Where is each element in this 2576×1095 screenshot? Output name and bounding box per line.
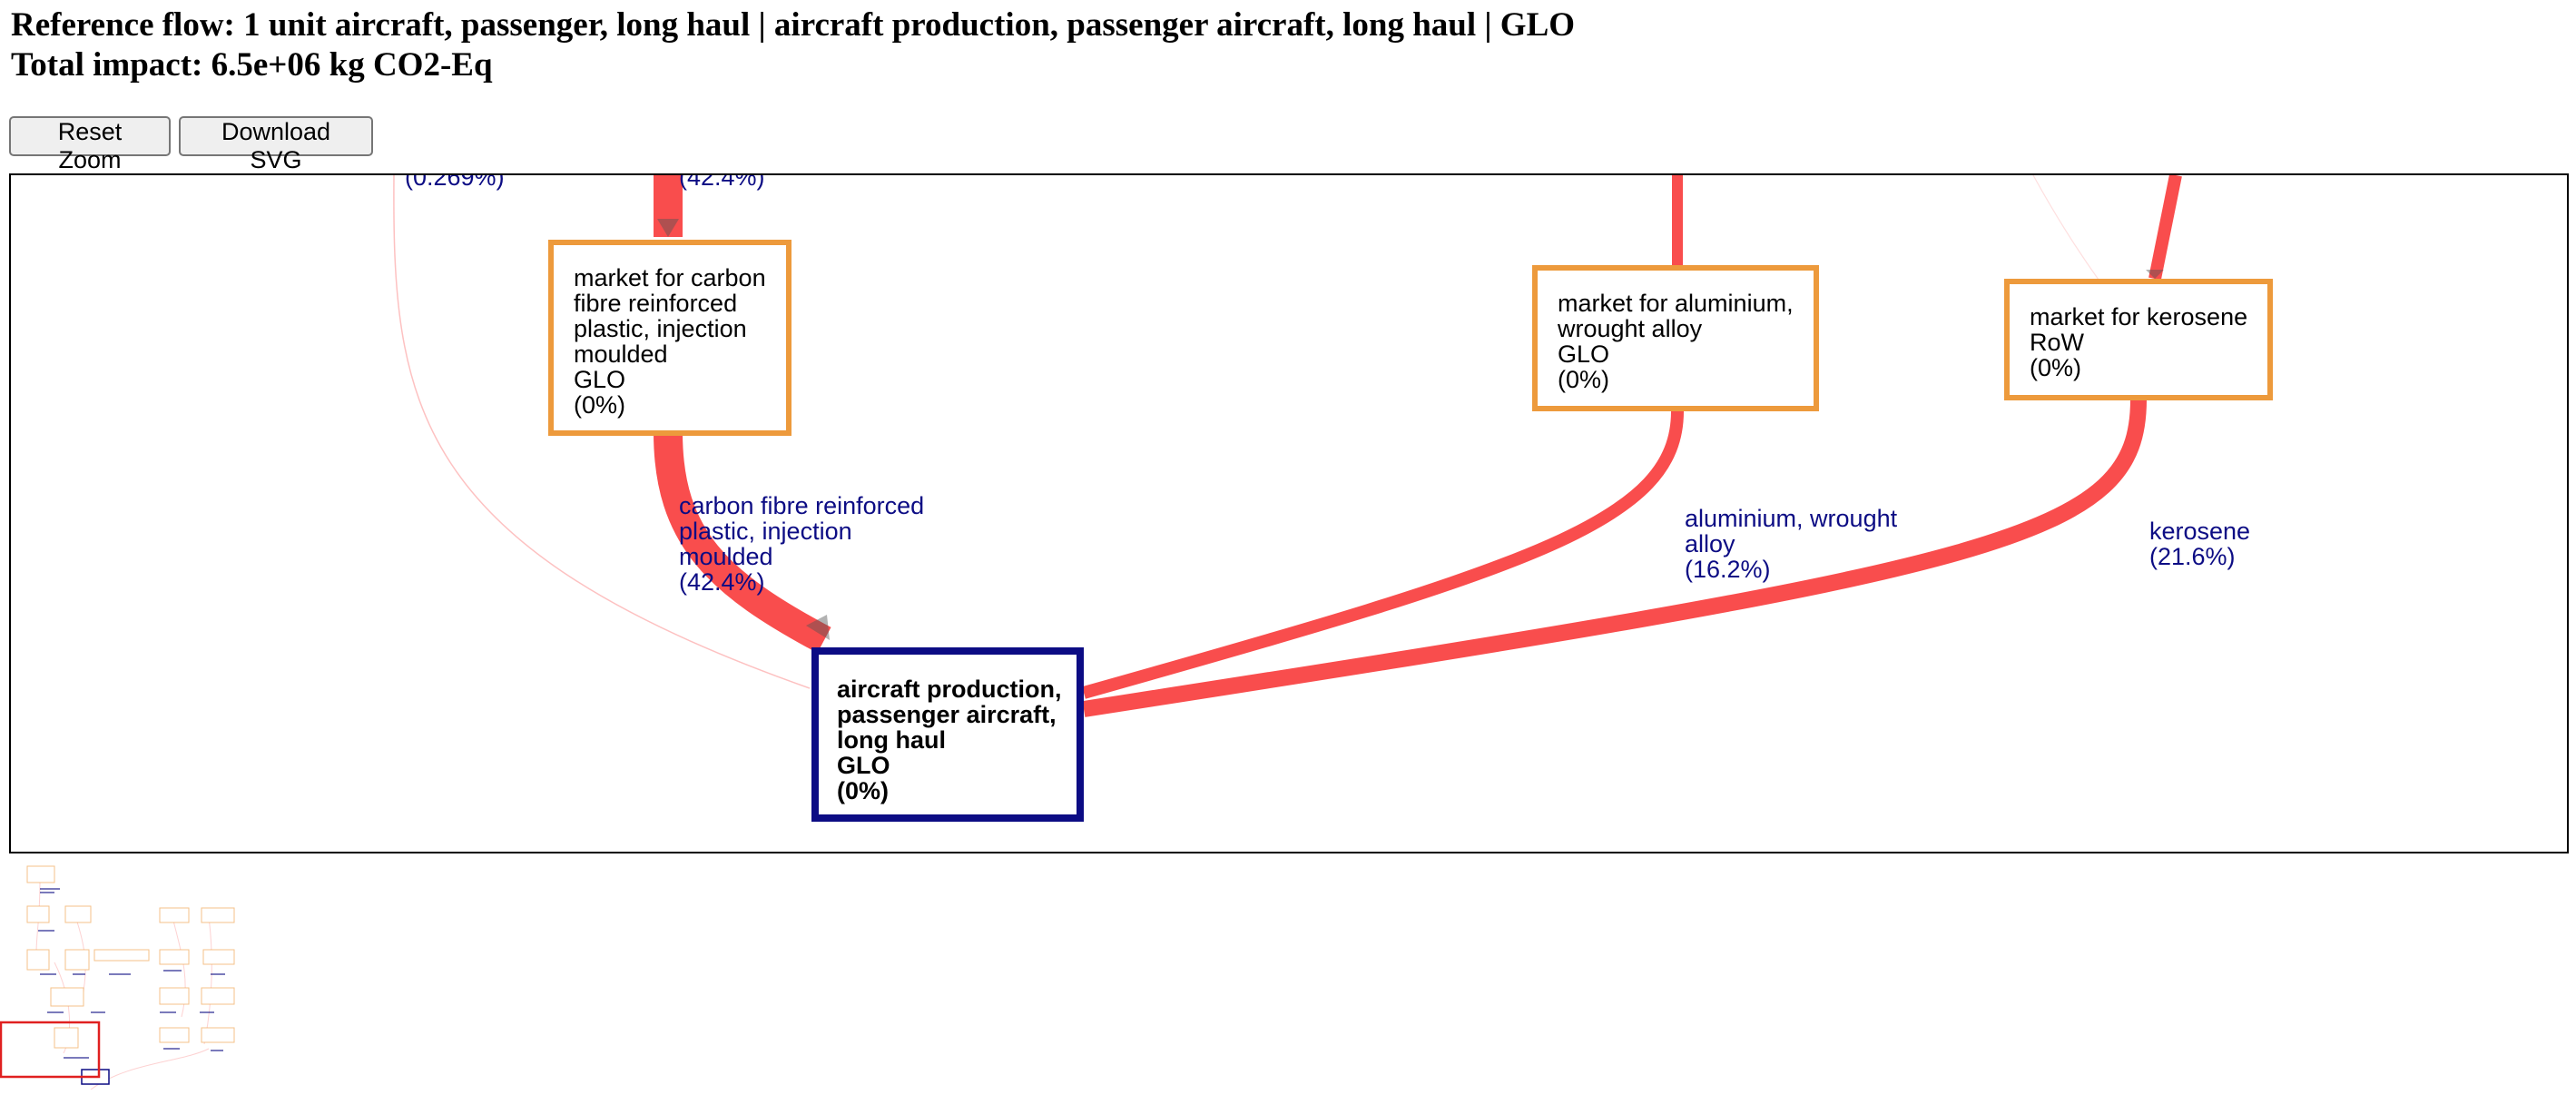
edge-label-line: aluminium, wrought <box>1685 505 1898 532</box>
node-line: GLO <box>1558 340 1610 368</box>
total-impact-title: Total impact: 6.5e+06 kg CO2-Eq <box>11 46 493 84</box>
node-line: fibre reinforced <box>574 290 738 317</box>
edge-label-upstream-left: (0.269%) <box>405 173 505 191</box>
graph-minimap[interactable] <box>0 863 245 1090</box>
edge-faint-left <box>393 175 811 689</box>
minimap-viewport-indicator[interactable] <box>0 1021 101 1079</box>
process-node-kerosene-market[interactable]: market for kerosene RoW (0%) <box>2004 279 2273 400</box>
edge-kerosene <box>1082 399 2147 717</box>
edge-label-line: (16.2%) <box>1685 556 1771 583</box>
node-line: (0%) <box>574 391 626 419</box>
edge-label-line: carbon fibre reinforced <box>679 492 925 519</box>
node-line: GLO <box>837 752 890 779</box>
node-line: market for carbon <box>574 264 766 291</box>
node-line: (0%) <box>2030 354 2082 381</box>
reference-flow-title: Reference flow: 1 unit aircraft, passeng… <box>11 6 1576 44</box>
node-line: aircraft production, <box>837 676 1062 703</box>
node-line: plastic, injection <box>574 315 747 342</box>
edge-label-line: moulded <box>679 543 773 570</box>
edge-carbon-fibre-arrow <box>806 615 830 640</box>
edge-upstream-kerosene-arrow <box>2146 270 2164 279</box>
process-node-aluminium-market[interactable]: market for aluminium, wrought alloy GLO … <box>1532 265 1819 411</box>
edge-label-kerosene: kerosene (21.6%) <box>2149 518 2250 569</box>
node-line: GLO <box>574 366 626 393</box>
node-line: (0%) <box>1558 366 1610 393</box>
node-line: passenger aircraft, <box>837 701 1057 728</box>
edge-label-line: (21.6%) <box>2149 543 2236 570</box>
edge-label-line: kerosene <box>2149 518 2251 545</box>
process-node-carbon-fibre-market[interactable]: market for carbon fibre reinforced plast… <box>548 240 791 436</box>
edge-label-upstream-carbon: (42.4%) <box>679 173 765 191</box>
edge-label-line: (42.4%) <box>679 173 765 191</box>
edge-aluminium <box>1082 410 1684 699</box>
graph-viewport[interactable]: market for carbon fibre reinforced plast… <box>9 173 2569 853</box>
edge-upstream-kerosene <box>2148 175 2182 281</box>
graph-edges <box>393 175 2182 717</box>
node-line: wrought alloy <box>1558 315 1703 342</box>
edge-label-aluminium: aluminium, wrought alloy (16.2%) <box>1685 506 1897 582</box>
node-line: long haul <box>837 726 946 754</box>
edge-label-carbon-fibre: carbon fibre reinforced plastic, injecti… <box>679 493 924 595</box>
node-line: (0%) <box>837 777 890 804</box>
node-line: market for kerosene <box>2030 303 2248 330</box>
node-line: RoW <box>2030 329 2084 356</box>
node-line: moulded <box>574 340 668 368</box>
edge-faint-right <box>2032 175 2099 281</box>
reference-process-node[interactable]: aircraft production, passenger aircraft,… <box>811 647 1084 822</box>
edge-label-line: (0.269%) <box>405 173 505 191</box>
node-line: market for aluminium, <box>1558 290 1794 317</box>
edge-label-line: (42.4%) <box>679 568 765 596</box>
download-svg-button[interactable]: Download SVG <box>179 116 373 173</box>
edge-label-line: alloy <box>1685 530 1735 557</box>
edge-carbon-fibre <box>654 431 831 654</box>
edge-upstream-carbon-arrow <box>657 219 679 237</box>
edge-label-line: plastic, injection <box>679 518 852 545</box>
reset-zoom-button[interactable]: Reset Zoom <box>9 116 171 173</box>
